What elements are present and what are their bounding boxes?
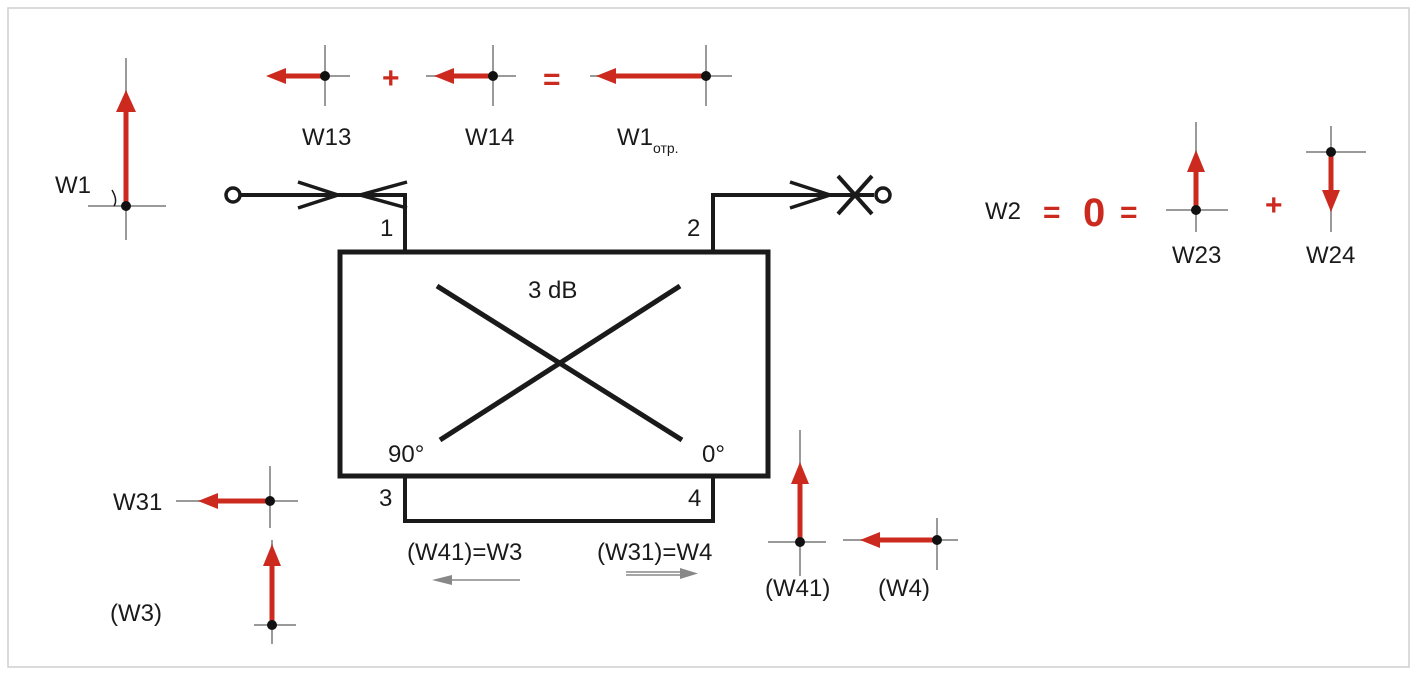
zero-value: 0 [1083,191,1105,235]
label-w14: W14 [465,124,514,151]
path-4-label: (W31)=W4 [597,539,712,566]
label-w23: W23 [1172,242,1221,269]
label-w13: W13 [302,124,351,151]
port-3-4-loop [403,476,715,523]
vector-arrowhead [791,462,809,484]
direction-arrow-left-icon [432,575,520,585]
vector-arrowhead [266,68,286,84]
phasor-w14 [426,45,516,106]
cross-mark-icon [836,174,874,216]
input-line [224,180,408,252]
label-w31: W31 [113,489,162,516]
label-w1-reflected: W1отр. [617,124,679,156]
coupler-cross-line [438,283,682,443]
phasor-w1 [88,58,166,240]
equals-sign: = [543,63,561,96]
phasor-w24 [1306,126,1366,232]
label-w4: (W4) [878,575,930,602]
plus-sign: + [382,62,400,95]
vector-arrowhead [1322,190,1340,212]
equals-sign: = [1120,196,1138,229]
input-terminal [224,186,242,204]
coupler-label: 3 dB [528,277,577,304]
port-1-label: 1 [380,215,393,242]
phasor-origin-dot [1191,205,1201,215]
vector-arrowhead [1187,150,1205,172]
label-w2: W2 [985,198,1021,225]
vector-arrowhead [263,544,281,566]
direction-arrow-right-icon [626,568,698,579]
vector-arrowhead [596,68,616,84]
phasor-origin-dot [701,71,711,81]
label-w24: W24 [1306,242,1355,269]
angle-arc-icon [111,189,117,207]
phase-0-label: 0° [702,441,725,468]
output-line [711,174,892,252]
vector-arrowhead [860,532,880,548]
forward-arrow-icon [789,180,836,210]
phasor-origin-dot [320,71,330,81]
phasor-w31 [176,466,298,528]
path-3-label: (W41)=W3 [407,539,522,566]
vector-arrowhead [116,90,136,112]
diagram-frame [7,7,1410,668]
phasor-origin-dot [932,535,942,545]
label-w3: (W3) [110,600,162,627]
port-4-label: 4 [688,485,701,512]
coupler-box [337,249,771,479]
phasor-w41 [768,430,826,576]
phasor-origin-dot [488,71,498,81]
phasor-origin-dot [1326,147,1336,157]
port-3-label: 3 [379,485,392,512]
label-w41: (W41) [765,575,830,602]
output-terminal [874,186,892,204]
phasor-w23 [1166,122,1228,232]
phasor-origin-dot [267,620,277,630]
phasor-w4 [843,518,958,570]
phase-90-label: 90° [388,441,424,468]
port-2-label: 2 [687,215,700,242]
reflected-arrow-icon [353,180,408,210]
plus-sign: + [1265,189,1283,222]
phasor-w13 [266,45,350,106]
vector-arrowhead [198,493,218,509]
phasor-origin-dot [795,537,805,547]
phasor-origin-dot [265,496,275,506]
vector-arrowhead [434,68,454,84]
label-w1: W1 [55,172,91,199]
phasor-w1-reflected [590,45,732,106]
equals-sign: = [1043,196,1061,229]
forward-arrow-icon [297,180,344,210]
phasor-w3 [254,540,296,644]
phasor-origin-dot [121,201,131,211]
